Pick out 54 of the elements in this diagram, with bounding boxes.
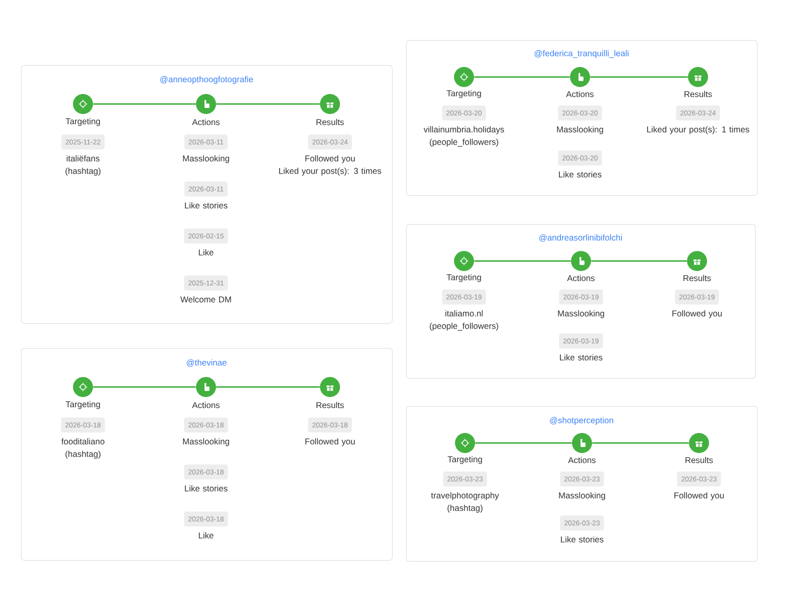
step-label: Results <box>684 90 712 98</box>
connector-line <box>216 103 320 105</box>
step-label: Targeting <box>446 90 481 98</box>
connector-line <box>93 386 196 388</box>
connector-line <box>592 442 689 444</box>
step-label: Results <box>686 456 713 464</box>
connector-line <box>590 76 688 78</box>
step-label: Results <box>684 274 711 282</box>
event-text: italiëfans (hashtag) <box>66 155 100 176</box>
username-link: @federica_tranquilli_leali <box>534 50 628 58</box>
event-text: Masslooking <box>183 155 230 164</box>
step-label: Actions <box>192 402 220 408</box>
event-text: Welcome DM <box>180 296 231 302</box>
event-text: villainumbria.holidays (people_followers) <box>424 126 504 147</box>
step-label: Targeting <box>66 401 100 409</box>
username-link: @shotperception <box>550 417 614 425</box>
event-text: Masslooking <box>559 492 606 500</box>
event-text: Like stories <box>560 536 604 542</box>
event-text: Masslooking <box>558 310 604 318</box>
event-text: Like stories <box>558 171 602 178</box>
connector-line <box>591 260 687 262</box>
connector-line <box>93 103 196 105</box>
connector-line <box>474 260 571 262</box>
username-link: @thevinae <box>186 359 226 367</box>
step-label: Targeting <box>448 456 482 464</box>
event-text: Like stories <box>184 485 228 492</box>
connector-line <box>474 76 570 78</box>
event-text: Liked your post(s): 3 times <box>279 168 382 176</box>
username-link: @andreasorlinibifolchi <box>539 234 622 242</box>
step-label: Actions <box>192 118 220 126</box>
connector-line <box>216 386 320 388</box>
step-label: Actions <box>566 90 594 98</box>
event-text: Liked your post(s): 1 times <box>647 126 750 134</box>
event-text: Like <box>198 249 214 256</box>
step-label: Targeting <box>446 274 481 282</box>
event-text: Masslooking <box>183 438 230 446</box>
connector-line <box>475 442 572 444</box>
step-label: Results <box>316 118 344 126</box>
event-text: Followed you <box>674 492 724 500</box>
event-text: Like stories <box>184 202 228 208</box>
step-label: Results <box>316 402 344 408</box>
event-text: Followed you <box>672 310 722 318</box>
step-label: Targeting <box>66 118 100 126</box>
event-text: Followed you <box>305 155 355 164</box>
event-text: italiamo.nl (people_followers) <box>430 310 498 331</box>
step-label: Actions <box>568 456 596 464</box>
step-label: Actions <box>567 274 595 282</box>
event-text: Like <box>198 532 214 538</box>
event-text: Followed you <box>305 438 355 446</box>
event-text: Like stories <box>560 354 602 360</box>
event-text: travelphotography (hashtag) <box>431 492 499 513</box>
username-link: @anneopthoogfotografie <box>160 76 253 84</box>
event-text: fooditaliano (hashtag) <box>61 438 104 459</box>
event-text: Masslooking <box>557 126 604 134</box>
